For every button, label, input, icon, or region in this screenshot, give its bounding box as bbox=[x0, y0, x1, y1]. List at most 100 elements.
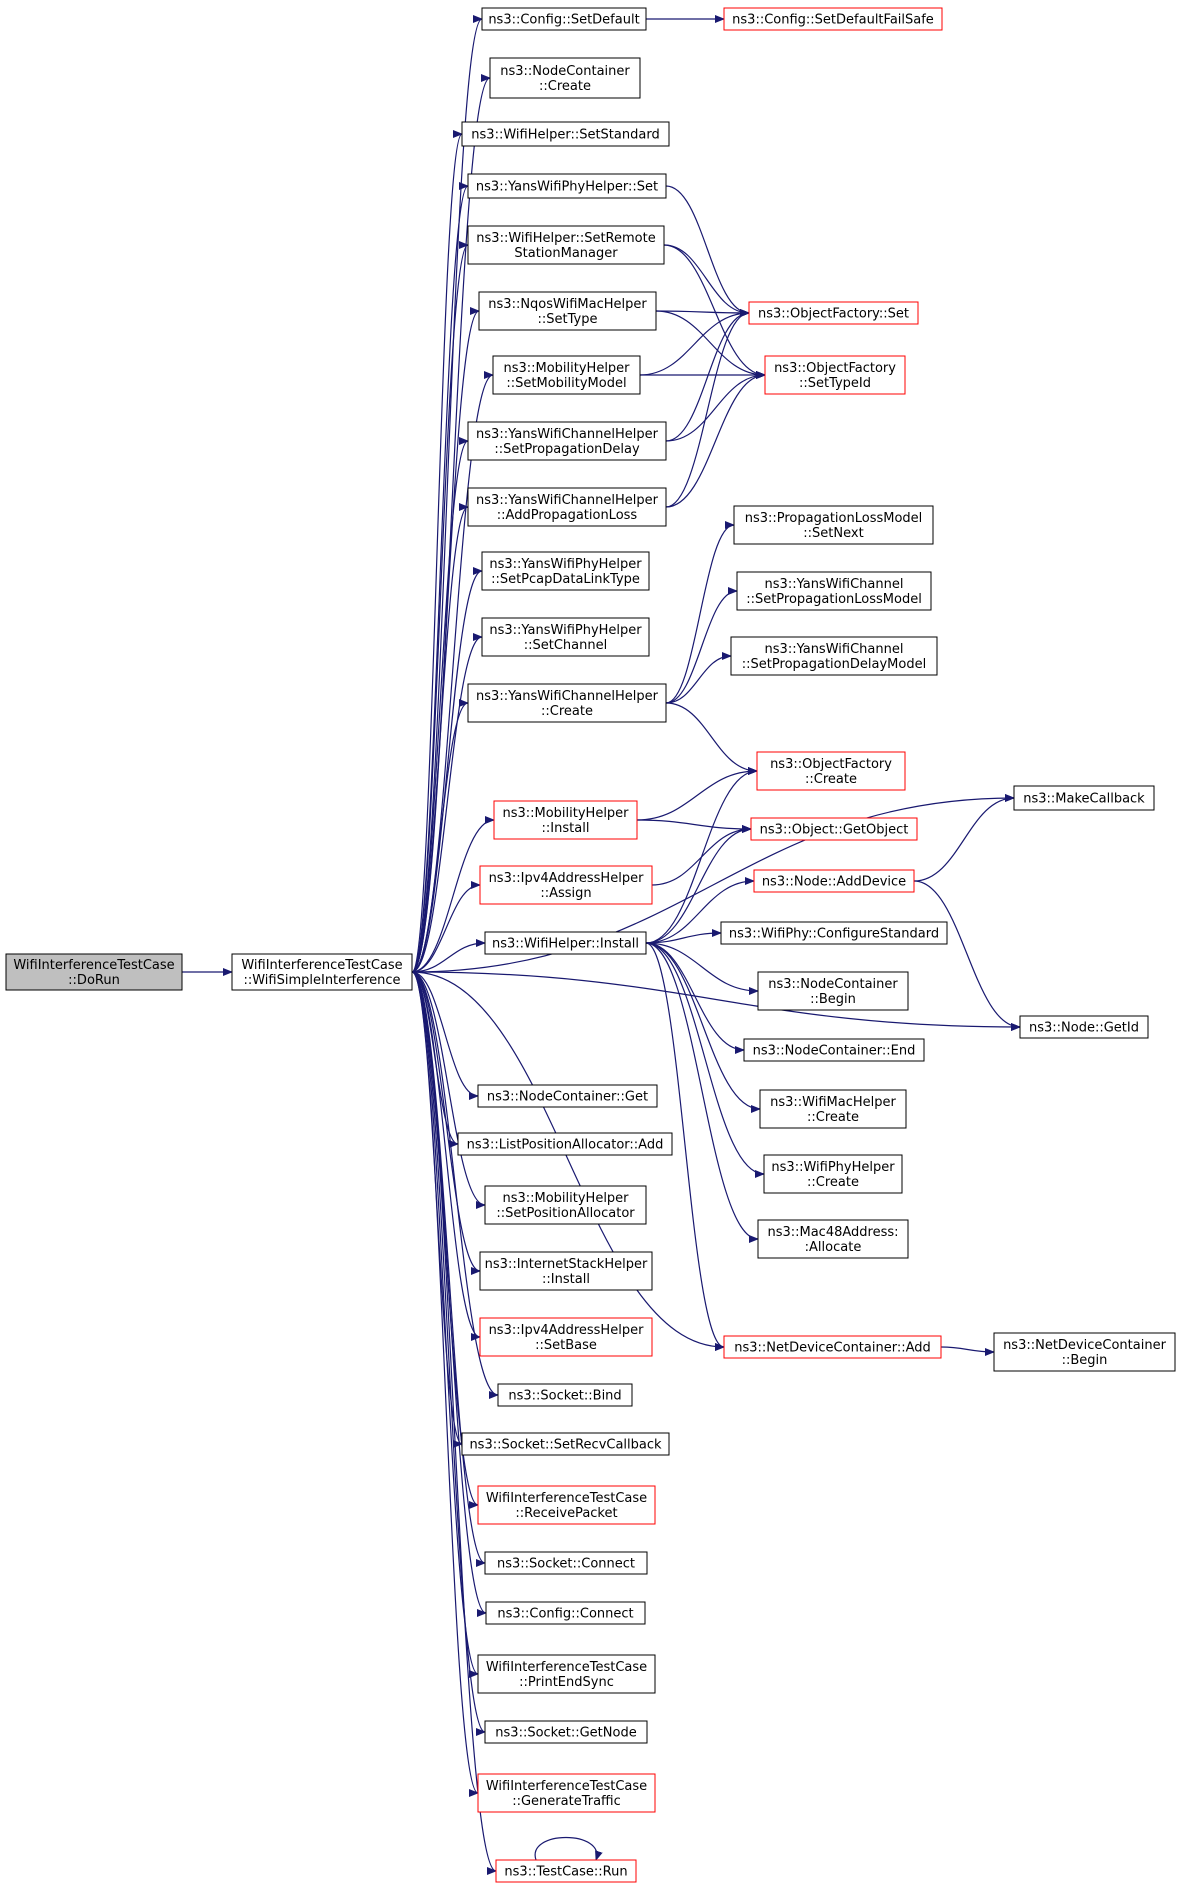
node-label: ns3::YansWifiChannelHelper bbox=[476, 689, 659, 704]
edge-wsi-to-tcRun bbox=[411, 971, 497, 1875]
node-ncCreate[interactable]: ns3::NodeContainer::Create bbox=[489, 57, 641, 99]
edge-whSetRSM-to-ofSet bbox=[663, 244, 750, 317]
node-nodeAddDevice[interactable]: ns3::Node::AddDevice bbox=[753, 869, 915, 893]
node-ncEnd[interactable]: ns3::NodeContainer::End bbox=[743, 1038, 925, 1062]
node-label: ns3::MobilityHelper bbox=[503, 361, 630, 376]
edge-whInstall-to-ofCreate bbox=[645, 767, 758, 944]
node-box bbox=[753, 869, 915, 893]
node-ywphSet[interactable]: ns3::YansWifiPhyHelper::Set bbox=[467, 173, 667, 199]
edge-whInstall-to-wpConfStd bbox=[645, 929, 722, 944]
node-box bbox=[481, 551, 650, 591]
node-lpaAdd[interactable]: ns3::ListPositionAllocator::Add bbox=[457, 1132, 673, 1156]
node-box bbox=[723, 7, 943, 31]
node-label: ns3::NetDeviceContainer bbox=[1003, 1338, 1167, 1353]
node-label: ::Create bbox=[539, 79, 591, 94]
node-box bbox=[759, 1089, 907, 1129]
node-ywphSetChannel[interactable]: ns3::YansWifiPhyHelper::SetChannel bbox=[481, 617, 650, 657]
edge-whInstall-to-ncEnd bbox=[645, 942, 745, 1054]
node-witcGen[interactable]: WifiInterferenceTestCase::GenerateTraffi… bbox=[477, 1773, 656, 1813]
node-ywchCreate[interactable]: ns3::YansWifiChannelHelper::Create bbox=[467, 683, 667, 723]
node-ywchSetPD[interactable]: ns3::YansWifiChannelHelper::SetPropagati… bbox=[467, 421, 667, 461]
node-objGetObject[interactable]: ns3::Object::GetObject bbox=[750, 817, 918, 841]
node-nodeGetId[interactable]: ns3::Node::GetId bbox=[1019, 1015, 1149, 1039]
node-box bbox=[497, 1383, 633, 1407]
node-ofSetTypeId[interactable]: ns3::ObjectFactory::SetTypeId bbox=[764, 355, 906, 395]
edge-wsi-to-sockBind bbox=[411, 971, 499, 1399]
node-box bbox=[1019, 1015, 1149, 1039]
node-whSetStandard[interactable]: ns3::WifiHelper::SetStandard bbox=[461, 121, 670, 147]
node-witcRecv[interactable]: WifiInterferenceTestCase::ReceivePacket bbox=[477, 1485, 656, 1525]
node-label: WifiInterferenceTestCase bbox=[13, 958, 174, 973]
edge-wsi-to-nqosSetType bbox=[411, 307, 480, 973]
node-box bbox=[495, 1859, 637, 1883]
node-ncBegin[interactable]: ns3::NodeContainer::Begin bbox=[757, 971, 909, 1011]
node-label: ::AddPropagationLoss bbox=[497, 508, 638, 523]
node-sockGetNode[interactable]: ns3::Socket::GetNode bbox=[484, 1720, 648, 1744]
node-label: ::Install bbox=[542, 1272, 590, 1287]
node-box bbox=[484, 1185, 647, 1225]
edge-whInstall-to-ncBegin bbox=[645, 942, 759, 995]
node-label: ::SetMobilityModel bbox=[506, 376, 626, 391]
node-cfgConnect[interactable]: ns3::Config::Connect bbox=[485, 1601, 646, 1625]
node-ofSet[interactable]: ns3::ObjectFactory::Set bbox=[748, 301, 919, 325]
node-box bbox=[479, 1251, 653, 1291]
node-box bbox=[484, 931, 647, 955]
node-wphCreate[interactable]: ns3::WifiPhyHelper::Create bbox=[763, 1154, 903, 1194]
edge-ywchAddPL-to-ofSetTypeId bbox=[665, 371, 766, 508]
node-sockConnect[interactable]: ns3::Socket::Connect bbox=[484, 1551, 648, 1575]
node-ipv4Assign[interactable]: ns3::Ipv4AddressHelper::Assign bbox=[479, 865, 653, 905]
node-mhSetPA[interactable]: ns3::MobilityHelper::SetPositionAllocato… bbox=[484, 1185, 647, 1225]
node-ipv4SetBase[interactable]: ns3::Ipv4AddressHelper::SetBase bbox=[479, 1317, 653, 1357]
node-ywchAddPL[interactable]: ns3::YansWifiChannelHelper::AddPropagati… bbox=[467, 487, 667, 527]
node-whInstall[interactable]: ns3::WifiHelper::Install bbox=[484, 931, 647, 955]
node-label: ns3::NodeContainer::End bbox=[753, 1044, 916, 1059]
node-wmhCreate[interactable]: ns3::WifiMacHelper::Create bbox=[759, 1089, 907, 1129]
node-witcPrint[interactable]: WifiInterferenceTestCase::PrintEndSync bbox=[477, 1654, 656, 1694]
edge-ywchCreate-to-ofCreate bbox=[665, 702, 758, 775]
node-label: ns3::YansWifiChannel bbox=[765, 577, 904, 592]
node-ywcSetPDM[interactable]: ns3::YansWifiChannel::SetPropagationDela… bbox=[730, 636, 938, 676]
node-label: ns3::NqosWifiMacHelper bbox=[488, 297, 647, 312]
node-ncGet[interactable]: ns3::NodeContainer::Get bbox=[477, 1084, 658, 1108]
node-doRun[interactable]: WifiInterferenceTestCase::DoRun bbox=[5, 953, 183, 991]
node-cfgSetDefaultFS[interactable]: ns3::Config::SetDefaultFailSafe bbox=[723, 7, 943, 31]
node-label: ::GenerateTraffic bbox=[512, 1794, 621, 1809]
edge-wsi-to-sockGetNode bbox=[411, 971, 486, 1736]
node-ofCreate[interactable]: ns3::ObjectFactory::Create bbox=[756, 751, 906, 791]
node-box bbox=[750, 817, 918, 841]
edge-nqosSetType-to-ofSetTypeId bbox=[655, 310, 766, 379]
node-label: ::PrintEndSync bbox=[519, 1675, 614, 1690]
node-wsi[interactable]: WifiInterferenceTestCase::WifiSimpleInte… bbox=[231, 953, 413, 991]
node-box bbox=[467, 487, 667, 527]
node-mhInstall[interactable]: ns3::MobilityHelper::Install bbox=[493, 800, 638, 840]
node-tcRun[interactable]: ns3::TestCase::Run bbox=[495, 1859, 637, 1883]
node-box bbox=[764, 355, 906, 395]
node-ishInstall[interactable]: ns3::InternetStackHelper::Install bbox=[479, 1251, 653, 1291]
node-mhSetMM[interactable]: ns3::MobilityHelper::SetMobilityModel bbox=[492, 355, 641, 395]
node-sockBind[interactable]: ns3::Socket::Bind bbox=[497, 1383, 633, 1407]
edge-ywchSetPD-to-ofSetTypeId bbox=[665, 371, 766, 442]
node-sockSetRecv[interactable]: ns3::Socket::SetRecvCallback bbox=[461, 1432, 670, 1456]
node-label: ns3::Config::Connect bbox=[497, 1607, 633, 1622]
node-nqosSetType[interactable]: ns3::NqosWifiMacHelper::SetType bbox=[478, 291, 657, 331]
node-makeCallback[interactable]: ns3::MakeCallback bbox=[1013, 785, 1155, 811]
node-label: ::SetType bbox=[538, 312, 598, 327]
node-label: ns3::Config::SetDefault bbox=[488, 13, 639, 28]
node-box bbox=[481, 7, 647, 31]
node-mac48Alloc[interactable]: ns3::Mac48Address::Allocate bbox=[757, 1219, 909, 1259]
node-ndcAdd[interactable]: ns3::NetDeviceContainer::Add bbox=[723, 1335, 942, 1359]
edge-ywchCreate-to-ywcSetPDM bbox=[665, 652, 732, 704]
node-ndcBegin[interactable]: ns3::NetDeviceContainer::Begin bbox=[993, 1332, 1176, 1372]
node-label: ns3::Socket::Bind bbox=[508, 1389, 621, 1404]
node-cfgSetDefault[interactable]: ns3::Config::SetDefault bbox=[481, 7, 647, 31]
node-box bbox=[479, 865, 653, 905]
node-wpConfStd[interactable]: ns3::WifiPhy::ConfigureStandard bbox=[720, 921, 948, 945]
node-label: ::Begin bbox=[810, 992, 856, 1007]
node-ywphSetPcap[interactable]: ns3::YansWifiPhyHelper::SetPcapDataLinkT… bbox=[481, 551, 650, 591]
node-ywcSetPLM[interactable]: ns3::YansWifiChannel::SetPropagationLoss… bbox=[736, 571, 932, 611]
edge-wsi-to-ywchSetPD bbox=[411, 437, 469, 973]
node-label: ns3::MobilityHelper bbox=[502, 806, 629, 821]
node-plmSetNext[interactable]: ns3::PropagationLossModel::SetNext bbox=[733, 505, 934, 545]
node-box bbox=[489, 57, 641, 99]
